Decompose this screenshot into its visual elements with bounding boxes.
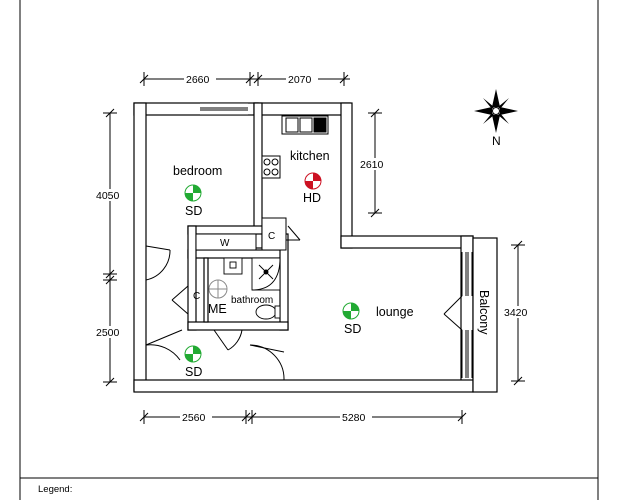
cupboard-label: C: [268, 231, 275, 242]
detector-label-sd: SD: [344, 322, 361, 336]
page-frame: [19, 0, 599, 500]
heat-detector-icon: [304, 172, 322, 190]
wall-top-right: [253, 102, 351, 116]
dimension-label: 2560: [182, 412, 206, 424]
dimension-label: 5280: [342, 412, 366, 424]
windows: [200, 102, 473, 378]
dimension-label: 2500: [96, 327, 120, 339]
detector-label-sd: SD: [185, 204, 202, 218]
compass-north-label: N: [492, 134, 501, 148]
wall-hall-bottom: [187, 321, 289, 331]
wall-bath-left: [187, 225, 197, 331]
wall-lounge-top: [340, 235, 474, 249]
toilet-icon: [255, 304, 277, 320]
room-label-lounge: lounge: [376, 305, 414, 319]
smoke-detector-icon: [184, 345, 202, 363]
smoke-detector-icon: [342, 302, 360, 320]
smoke-detector-icon: [184, 184, 202, 202]
doors: [145, 225, 463, 381]
wardrobe-label: W: [220, 238, 230, 249]
wall-bath-top: [187, 225, 263, 235]
compass-icon: N: [474, 89, 518, 148]
detector-label-me: ME: [208, 302, 227, 316]
wall-bath-mid: [203, 257, 209, 323]
legend-title: Legend:: [38, 484, 73, 495]
kitchen-cupboard: [261, 217, 287, 251]
cupboard-label: C: [193, 291, 200, 302]
room-label-balcony: Balcony: [477, 290, 491, 335]
detectors: [184, 172, 360, 363]
kitchen-fittings: [261, 115, 329, 179]
dimension-label: 3420: [504, 307, 528, 319]
labels: bedroom kitchen bathroom lounge Balcony …: [173, 149, 491, 379]
detector-label-sd: SD: [185, 365, 202, 379]
room-label-bedroom: bedroom: [173, 164, 222, 178]
hob-icon: [261, 155, 281, 179]
room-label-bathroom: bathroom: [231, 295, 273, 306]
bathroom-fittings: [223, 257, 281, 320]
dimension-labels: 2660 2070 4050 2500 2610 3420 2560 5280: [94, 73, 534, 424]
dimension-label: 2070: [288, 74, 312, 86]
detector-label-hd: HD: [303, 191, 321, 205]
walls: [133, 102, 474, 393]
wall-wardrobe-bottom: [187, 249, 287, 259]
room-label-kitchen: kitchen: [290, 149, 330, 163]
dimension-label: 2660: [186, 74, 210, 86]
wardrobe: [195, 233, 257, 251]
wall-kitchen-right: [340, 102, 353, 249]
dimension-label: 4050: [96, 190, 120, 202]
multi-sensor-icon: [208, 279, 228, 299]
balcony: [472, 237, 498, 393]
openings: [135, 103, 472, 391]
dimension-label: 2610: [360, 159, 384, 171]
